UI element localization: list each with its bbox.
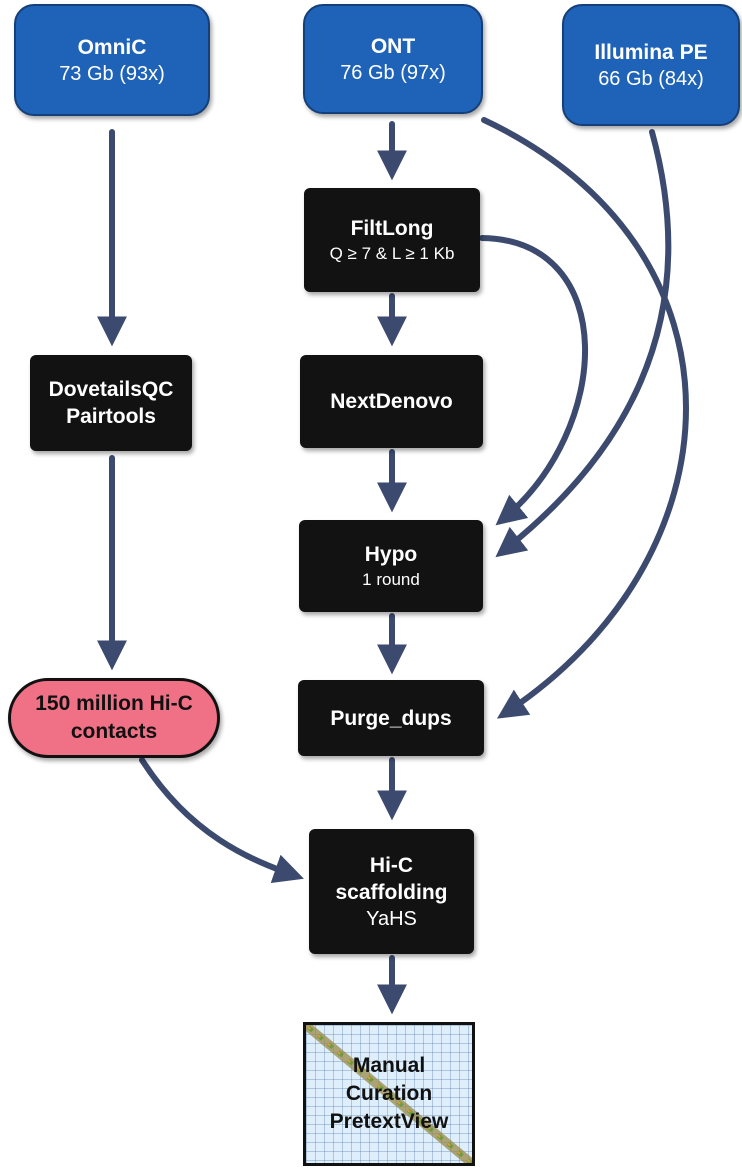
manual-curation-node: Manual Curation PretextView xyxy=(303,1022,475,1166)
filtlong-params: Q ≥ 7 & L ≥ 1 Kb xyxy=(329,243,455,263)
hic-scaffolding-line1: Hi-C xyxy=(369,853,414,877)
dovetails-node: DovetailsQC Pairtools xyxy=(30,355,192,451)
omnic-title: OmniC xyxy=(77,35,147,59)
filtlong-title: FiltLong xyxy=(350,216,434,240)
contact-map-thumbnail xyxy=(306,1025,472,1163)
hic-contacts-line2: contacts xyxy=(70,720,158,743)
hypo-node: Hypo 1 round xyxy=(299,520,483,612)
illumina-title: Illumina PE xyxy=(594,40,708,64)
purge-dups-title: Purge_dups xyxy=(330,706,452,730)
ont-node: ONT 76 Gb (97x) xyxy=(303,4,483,114)
dovetails-line2: Pairtools xyxy=(66,405,156,428)
illumina-node: Illumina PE 66 Gb (84x) xyxy=(562,4,740,126)
nextdenovo-title: NextDenovo xyxy=(330,390,453,413)
omnic-node: OmniC 73 Gb (93x) xyxy=(14,4,210,116)
edge-filtlong-hypo xyxy=(479,235,588,526)
manual-curation-line1: Manual xyxy=(352,1054,426,1077)
ont-title: ONT xyxy=(370,34,416,58)
edge-illumina-hypo xyxy=(495,129,672,558)
edge-ont-purge xyxy=(481,117,689,719)
hic-scaffolding-node: Hi-C scaffolding YaHS xyxy=(309,829,474,954)
hic-contacts-line1: 150 million Hi-C xyxy=(35,692,193,715)
edge-contacts-scaffolding xyxy=(139,757,304,884)
hypo-rounds: 1 round xyxy=(362,569,420,589)
filtlong-node: FiltLong Q ≥ 7 & L ≥ 1 Kb xyxy=(304,188,480,292)
manual-curation-line2: Curation xyxy=(345,1082,433,1105)
illumina-yield: 66 Gb (84x) xyxy=(598,67,704,90)
hic-scaffolding-line2: scaffolding xyxy=(335,880,448,904)
ont-yield: 76 Gb (97x) xyxy=(340,61,446,84)
purge-dups-node: Purge_dups xyxy=(298,680,484,756)
hypo-title: Hypo xyxy=(364,542,418,566)
dovetails-line1: DovetailsQC xyxy=(48,378,174,401)
manual-curation-line3: PretextView xyxy=(329,1110,449,1133)
hic-contacts-node: 150 million Hi-C contacts xyxy=(8,678,220,758)
omnic-yield: 73 Gb (93x) xyxy=(59,62,165,85)
hic-scaffolding-tool: YaHS xyxy=(366,907,417,930)
nextdenovo-node: NextDenovo xyxy=(300,355,483,448)
